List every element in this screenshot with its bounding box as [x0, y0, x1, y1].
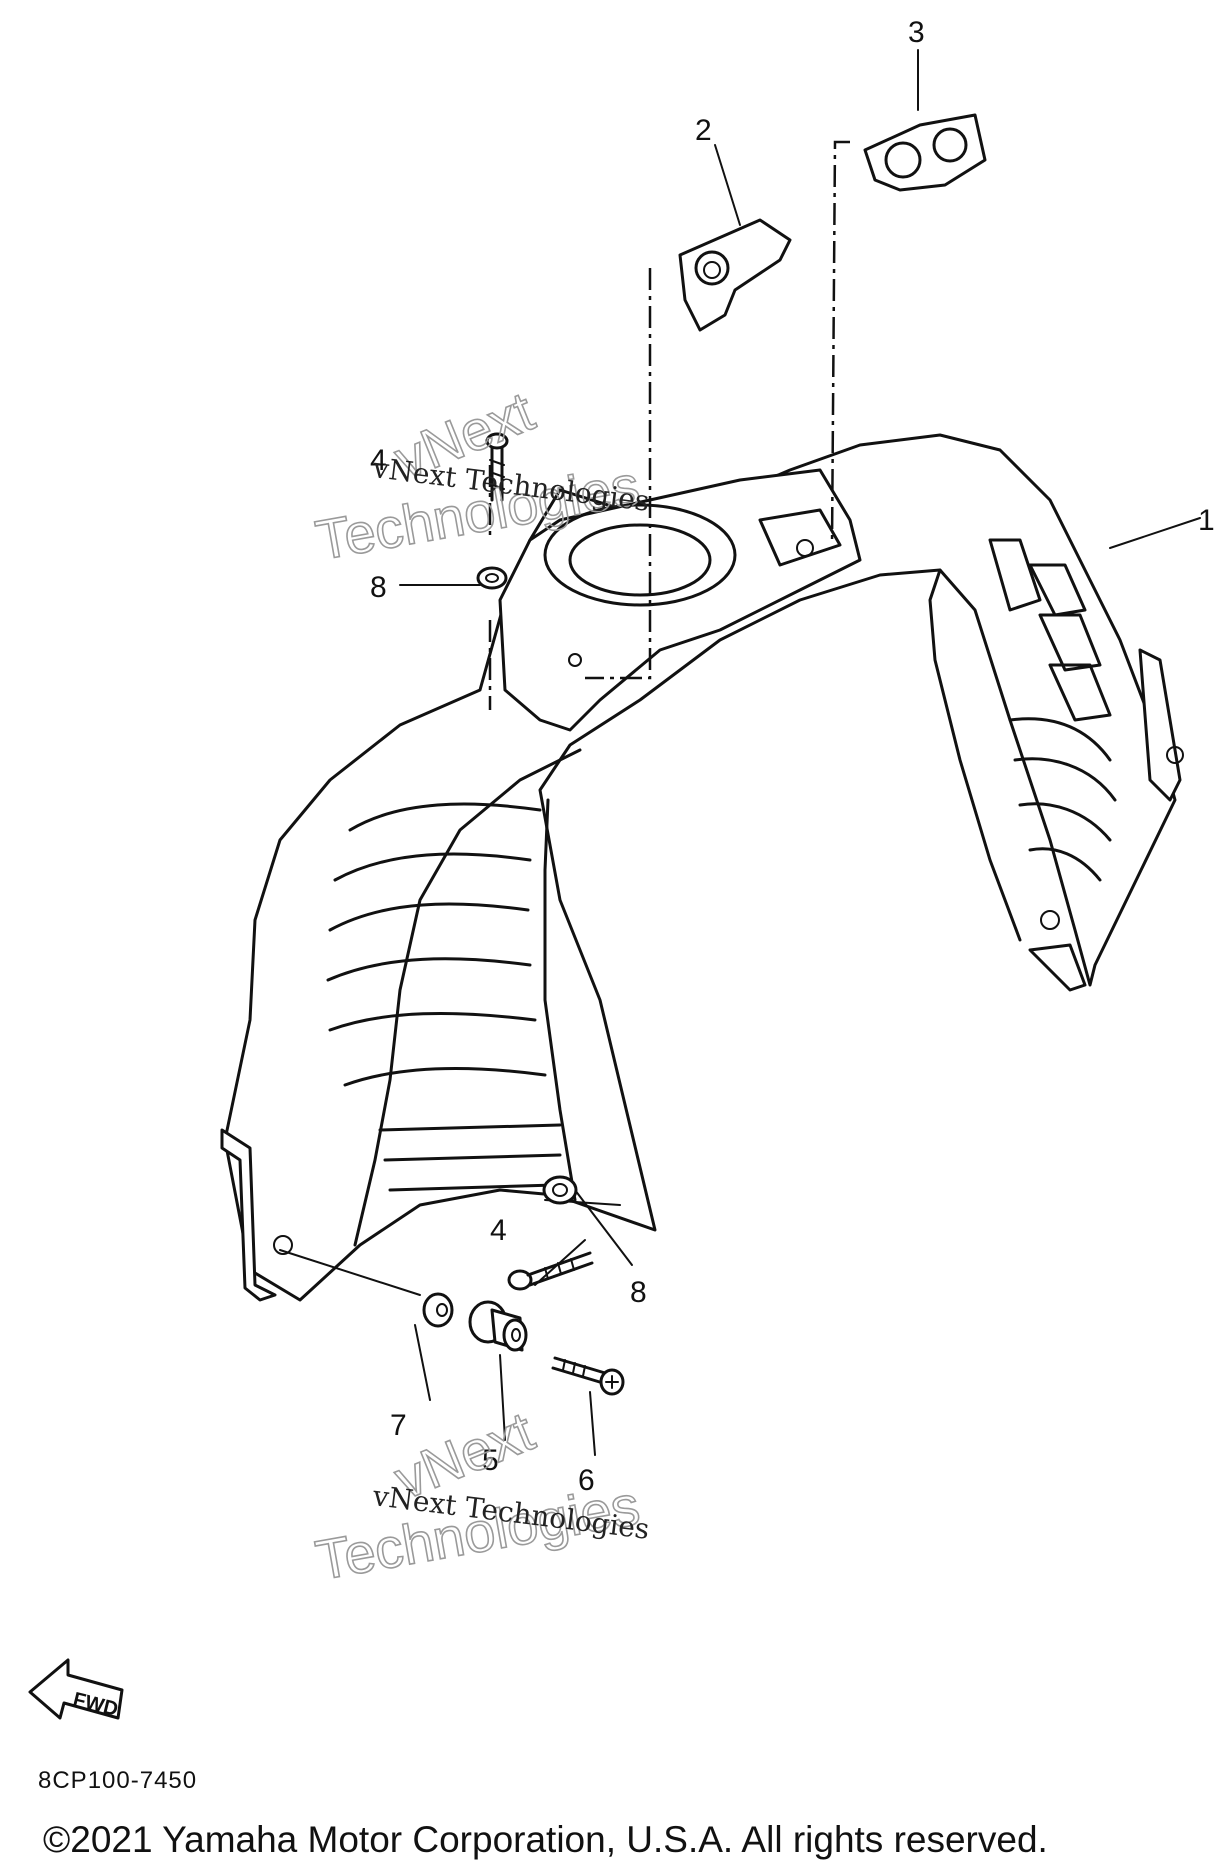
callout-4-bottom: 4 — [490, 1214, 507, 1247]
callout-8-top: 8 — [370, 571, 387, 604]
grommet-part-5 — [468, 1300, 528, 1352]
fasteners — [422, 432, 625, 1396]
screw-part-4-bottom — [507, 1251, 594, 1291]
callout-3: 3 — [908, 16, 925, 49]
callout-4-top: 4 — [370, 444, 387, 477]
bolt-part-6 — [551, 1356, 625, 1396]
bracket-part-2 — [678, 218, 792, 332]
callout-7: 7 — [390, 1409, 407, 1442]
callout-1: 1 — [1198, 504, 1215, 537]
callout-2: 2 — [695, 114, 712, 147]
callout-5: 5 — [482, 1444, 499, 1477]
callout-8-bottom: 8 — [630, 1276, 647, 1309]
bracket-part-3 — [863, 113, 987, 192]
screw-part-4-top — [485, 432, 509, 502]
watermark-bottom: vNext Technologies vNext Technologies — [310, 1398, 651, 1592]
callout-6: 6 — [578, 1464, 595, 1497]
callout-numbers: 1 2 3 4 8 4 8 7 5 6 — [370, 16, 1215, 1497]
grommet-part-8-top — [476, 566, 508, 590]
copyright-notice: ©2021 Yamaha Motor Corporation, U.S.A. A… — [43, 1819, 1048, 1860]
fwd-arrow-icon: FWD — [28, 1658, 124, 1721]
washer-part-7 — [422, 1292, 454, 1328]
inner-panel-part-1 — [220, 433, 1184, 1302]
diagram-part-code: 8CP100-7450 — [38, 1767, 197, 1794]
grommet-part-8-bottom — [542, 1175, 578, 1205]
